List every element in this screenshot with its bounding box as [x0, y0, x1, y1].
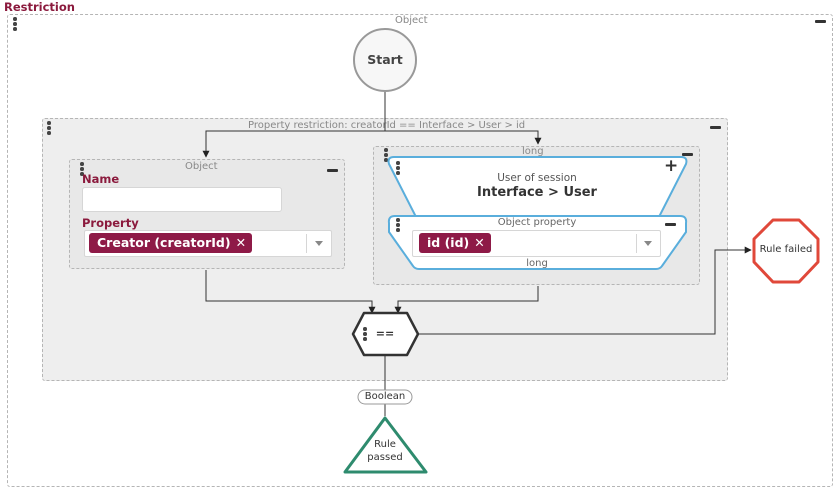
start-node[interactable] [353, 28, 417, 92]
object-property-menu-icon[interactable] [396, 218, 400, 233]
session-title: User of session [497, 172, 577, 184]
property-label: Property [82, 216, 139, 230]
property-restriction-collapse-icon[interactable] [710, 126, 721, 129]
object-property-select-divider [636, 234, 637, 253]
rule-passed-node[interactable] [343, 416, 428, 474]
comparator-node[interactable] [351, 311, 420, 357]
property-chip-remove-icon[interactable]: ✕ [235, 235, 247, 250]
session-value: Interface > User [477, 185, 597, 200]
connector-long-to-comparator [394, 286, 539, 314]
property-chip-label: Creator (creatorId) [97, 235, 231, 250]
name-input[interactable] [82, 187, 282, 212]
object-property-collapse-icon[interactable] [665, 223, 676, 226]
rule-failed-label: Rule failed [759, 244, 813, 255]
name-label: Name [82, 172, 120, 186]
chevron-down-icon[interactable] [644, 241, 652, 246]
object-frame-menu-icon[interactable] [13, 17, 17, 32]
connector-to-object-panel [202, 130, 385, 158]
long-panel-label: long [522, 146, 544, 157]
object-property-label: Object property [497, 217, 577, 228]
object-property-type: long [526, 258, 548, 269]
object-frame-collapse-icon[interactable] [815, 20, 826, 23]
comparator-label: == [375, 327, 395, 340]
rule-failed-node[interactable] [752, 218, 820, 284]
object-panel-label: Object [185, 161, 218, 172]
boolean-badge-label: Boolean [364, 391, 406, 402]
object-property-chip[interactable]: id (id) ✕ [419, 233, 491, 253]
connector-comparator-to-failed [418, 246, 752, 335]
connector-to-long-panel [385, 130, 542, 145]
property-select-divider [306, 234, 307, 253]
restriction-title: Restriction [4, 0, 75, 14]
long-panel-menu-icon[interactable] [384, 148, 388, 163]
object-property-chip-remove-icon[interactable]: ✕ [474, 235, 485, 250]
session-plus-icon[interactable]: + [664, 156, 679, 176]
rule-passed-label-line1: Rule [374, 439, 396, 450]
object-panel-menu-icon[interactable] [80, 162, 84, 177]
object-frame-label: Object [395, 15, 428, 26]
boolean-badge-shape [357, 389, 413, 405]
object-panel-collapse-icon[interactable] [327, 169, 338, 172]
property-restriction-label: Property restriction: creatorId == Inter… [248, 120, 526, 131]
object-property-chip-label: id (id) [427, 235, 470, 250]
property-restriction-menu-icon[interactable] [47, 121, 51, 136]
comparator-menu-icon[interactable] [363, 327, 367, 342]
chevron-down-icon[interactable] [315, 241, 323, 246]
start-node-label: Start [367, 52, 403, 67]
rule-passed-label-line2: passed [367, 452, 403, 463]
property-chip[interactable]: Creator (creatorId) ✕ [89, 233, 253, 253]
long-panel-collapse-icon[interactable] [682, 153, 693, 156]
connector-object-to-comparator [205, 270, 376, 314]
object-frame [7, 14, 833, 487]
session-menu-icon[interactable] [396, 161, 400, 176]
